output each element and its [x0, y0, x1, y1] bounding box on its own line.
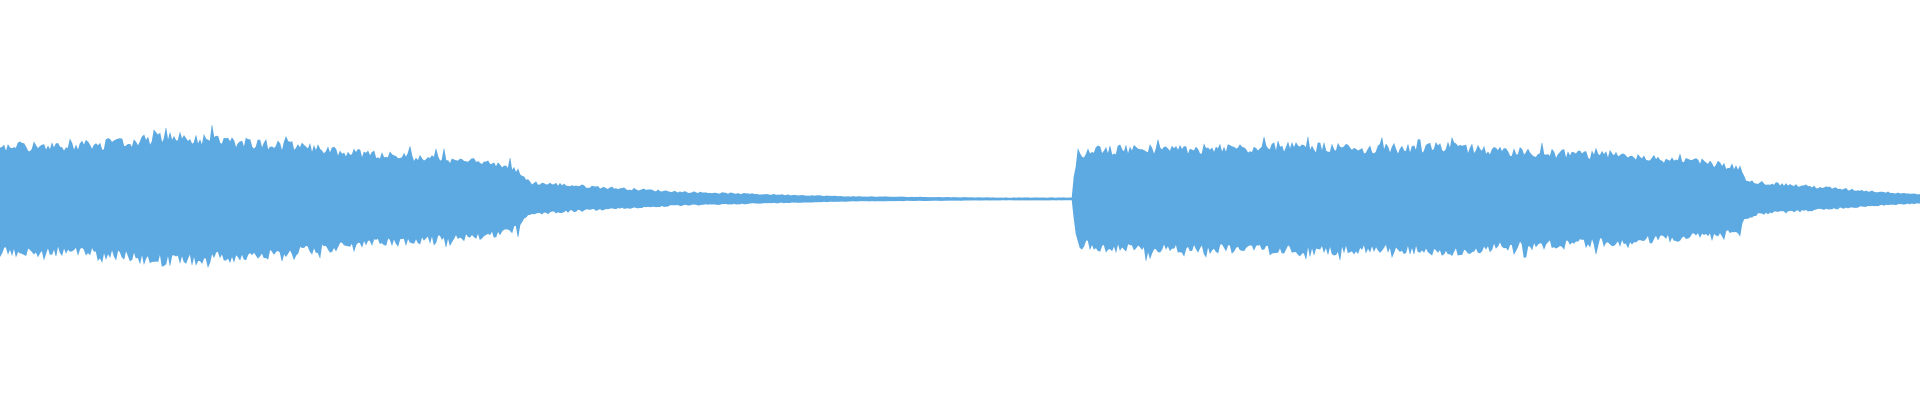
waveform-path: [0, 125, 1920, 269]
